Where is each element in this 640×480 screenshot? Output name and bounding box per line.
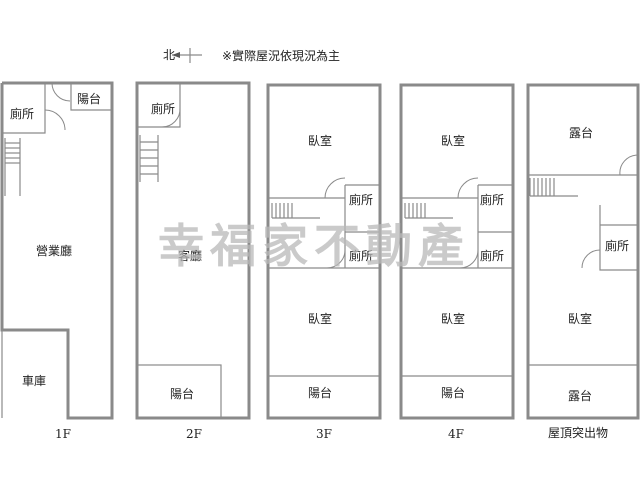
room-label-balcony: 陽台 [441, 385, 465, 400]
floor-2f: 廁所 客廳 陽台 2F [135, 81, 251, 441]
disclaimer-note: ※實際屋況依現況為主 [222, 48, 340, 63]
room-label-bedroom: 臥室 [568, 311, 592, 326]
stairs-icon [271, 203, 320, 219]
room-label-bedroom-back: 臥室 [308, 311, 332, 326]
compass-label: 北 [163, 48, 175, 62]
floor-label-4f: 4F [448, 427, 464, 441]
room-label-balcony: 陽台 [308, 385, 332, 400]
floor-label-1f: 1F [55, 427, 71, 441]
compass-icon [172, 48, 202, 63]
stairs-icon [4, 138, 21, 196]
room-label-toilet: 廁所 [10, 106, 34, 121]
floor-1f: 廁所 陽台 營業廳 車庫 1F [0, 81, 114, 441]
stairs-icon [404, 203, 453, 219]
floor-roof: 露台 廁所 臥室 露台 屋頂突出物 [526, 83, 640, 440]
floor-label-roof: 屋頂突出物 [548, 425, 608, 440]
room-label-balcony: 陽台 [77, 91, 101, 106]
room-label-toilet-2: 廁所 [480, 248, 504, 263]
room-label-terrace-back: 露台 [568, 388, 592, 403]
room-label-toilet-1: 廁所 [480, 192, 504, 207]
room-label-bedroom-back: 臥室 [441, 311, 465, 326]
room-label-toilet-2: 廁所 [349, 248, 373, 263]
room-label-toilet-1: 廁所 [349, 192, 373, 207]
floor-label-2f: 2F [186, 427, 202, 441]
stairs-icon [139, 135, 159, 182]
room-label-business-hall: 營業廳 [36, 243, 72, 258]
room-label-balcony: 陽台 [170, 386, 194, 401]
room-label-bedroom-front: 臥室 [441, 133, 465, 148]
floor-label-3f: 3F [316, 427, 332, 441]
floor-4f: 臥室 廁所 廁所 臥室 陽台 4F [399, 83, 515, 441]
room-label-toilet: 廁所 [151, 101, 175, 116]
room-label-living-room: 客廳 [178, 248, 202, 263]
watermark: 幸福家不動產 [158, 219, 470, 273]
stairs-icon [529, 178, 578, 197]
room-label-toilet: 廁所 [605, 238, 629, 253]
room-label-bedroom-front: 臥室 [308, 133, 332, 148]
floor-3f: 臥室 廁所 廁所 臥室 陽台 3F [266, 83, 382, 441]
room-label-garage: 車庫 [22, 374, 46, 388]
room-label-terrace-front: 露台 [569, 125, 593, 140]
